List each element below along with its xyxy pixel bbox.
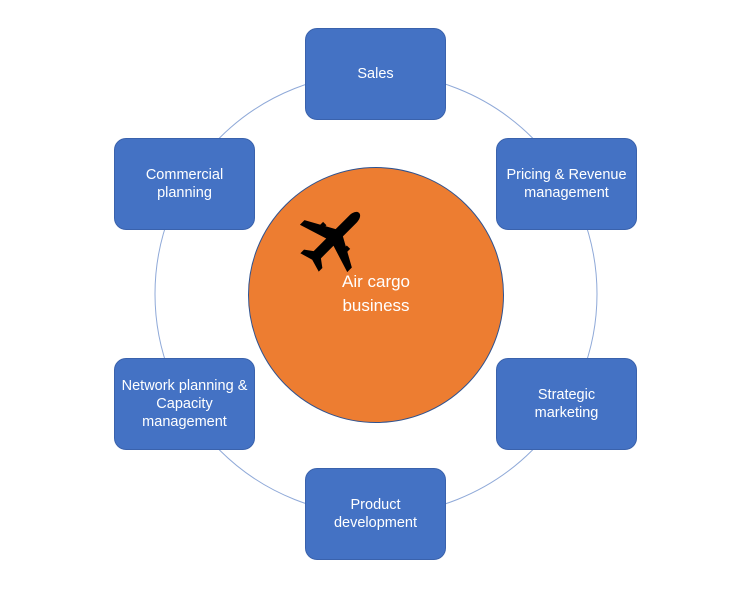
center-circle (248, 167, 504, 423)
center-label: Air cargo business (248, 270, 504, 318)
node-sales: Sales (305, 28, 446, 120)
center-label-line1: Air cargo (341, 272, 411, 291)
node-pricing-revenue: Pricing & Revenue management (496, 138, 637, 230)
node-label: Sales (357, 66, 394, 82)
node-label: Product development (333, 497, 418, 531)
node-label: Commercial planning (145, 167, 224, 201)
node-label: Strategic marketing (534, 387, 599, 421)
node-commercial-planning: Commercial planning (114, 138, 255, 230)
node-label: Pricing & Revenue management (506, 167, 627, 201)
node-product-development: Product development (305, 468, 446, 560)
node-strategic-marketing: Strategic marketing (496, 358, 637, 450)
node-label: Network planning & Capacity management (121, 378, 248, 430)
center-label-line2: business (342, 296, 410, 315)
node-network-capacity: Network planning & Capacity management (114, 358, 255, 450)
airplane-icon (299, 211, 361, 273)
